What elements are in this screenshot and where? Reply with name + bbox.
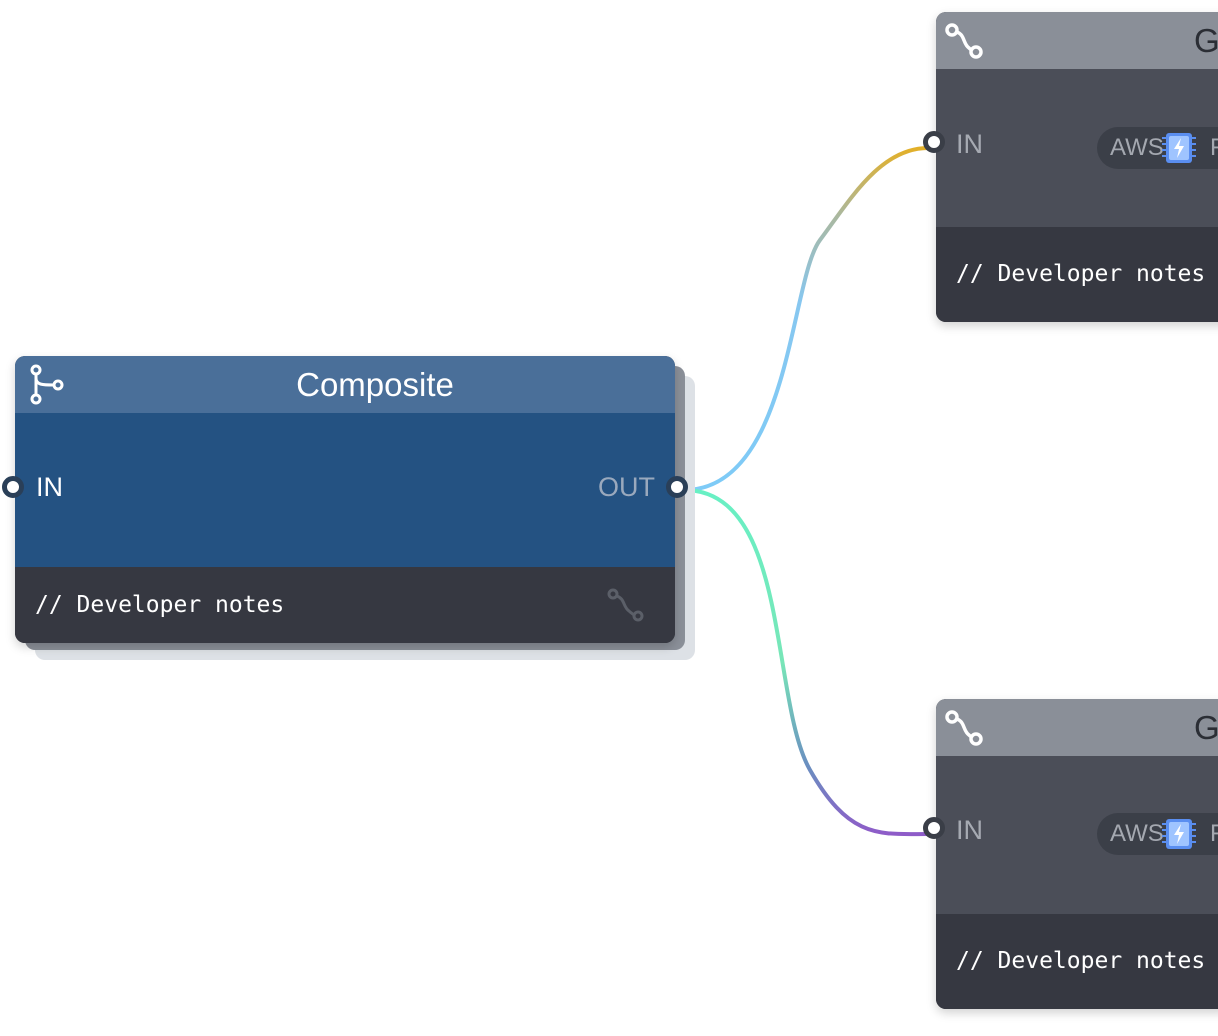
aws-badge-suffix: F [1210,820,1218,847]
right-node-top-title: G [1194,22,1218,59]
right-node-top-in-label: IN [956,129,983,159]
wire-composite-to-bottom-node[interactable] [683,488,929,837]
right-node-top-footer[interactable]: // Developer notes [936,227,1218,322]
composite-out-label: OUT [598,472,655,502]
branch-icon [30,364,64,405]
route-icon [945,710,983,746]
composite-node-header[interactable]: Composite [15,356,675,413]
right-node-bottom-body: IN AWS F [923,756,1218,914]
aws-badge[interactable]: AWS F [1097,813,1218,855]
route-icon [945,23,983,59]
composite-node-body: IN OUT [2,413,688,567]
route-icon [607,588,644,622]
right-node-bottom-notes: // Developer notes [956,948,1206,974]
aws-badge-label: AWS [1110,134,1164,161]
composite-in-label: IN [36,472,63,502]
composite-node-title: Composite [296,366,454,403]
right-node-top-in-port[interactable] [923,131,945,153]
right-node-bottom-footer[interactable]: // Developer notes [936,914,1218,1009]
composite-node[interactable]: Composite IN OUT // Developer notes [2,356,688,643]
aws-lambda-chip-icon [1162,133,1196,163]
aws-badge-suffix: F [1210,134,1218,161]
right-node-top[interactable]: G IN AWS F // Developer notes [923,12,1218,322]
right-node-bottom-in-port[interactable] [923,817,945,839]
right-node-bottom-in-label: IN [956,815,983,845]
aws-lambda-chip-icon [1162,819,1196,849]
composite-in-port[interactable] [2,476,24,498]
right-node-bottom-title: G [1194,709,1218,746]
aws-badge-label: AWS [1110,820,1164,847]
wire-composite-to-top-node[interactable] [683,146,929,492]
right-node-top-notes: // Developer notes [956,261,1206,287]
composite-notes: // Developer notes [35,592,285,618]
aws-badge[interactable]: AWS F [1097,127,1218,169]
composite-out-port[interactable] [666,476,688,498]
right-node-bottom[interactable]: G IN AWS F // Developer notes [923,699,1218,1009]
right-node-top-header[interactable]: G [936,12,1218,69]
right-node-bottom-header[interactable]: G [936,699,1218,756]
composite-node-footer[interactable]: // Developer notes [15,567,675,643]
right-node-top-body: IN AWS F [923,69,1218,227]
